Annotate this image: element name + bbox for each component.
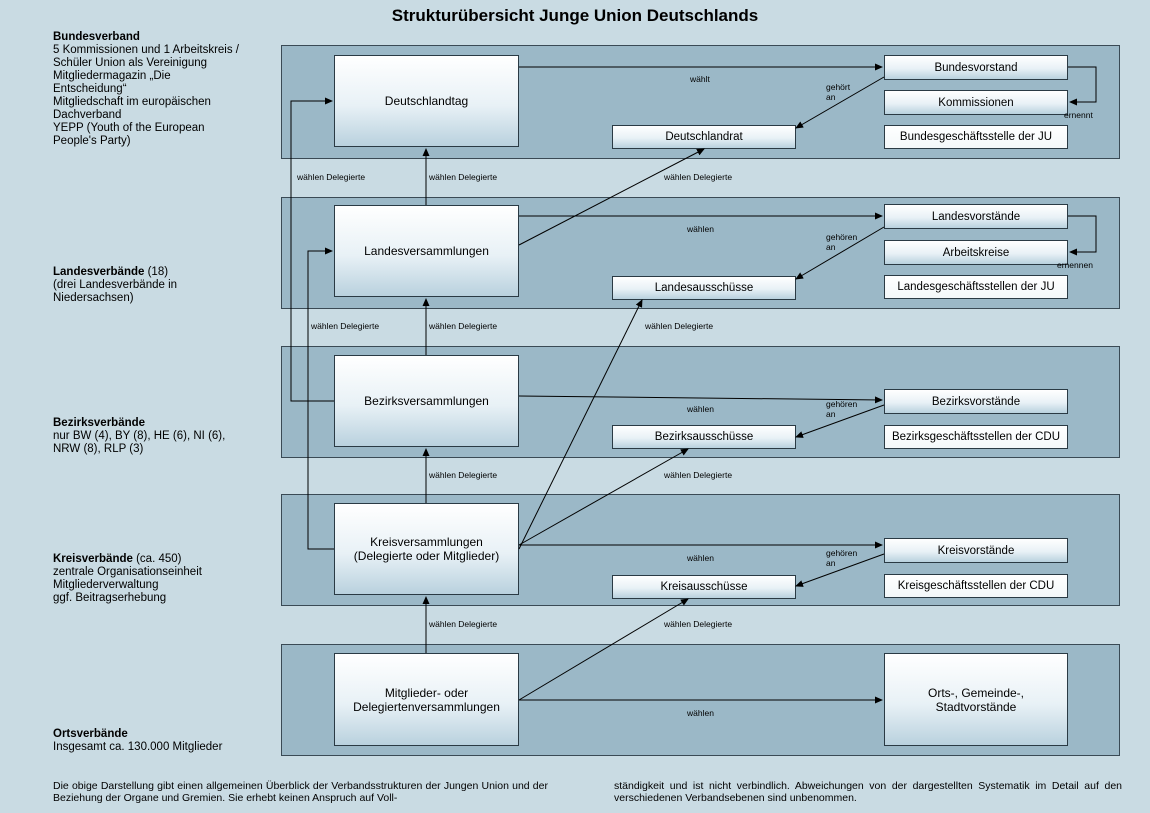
box-kreisvorstaende: Kreisvorstände	[884, 538, 1068, 563]
label-gehoeren-an: gehören an	[826, 548, 858, 568]
label-waehlen-delegierte: wählen Delegierte	[429, 619, 498, 629]
label-waehlen-delegierte: wählen Delegierte	[664, 172, 733, 182]
box-kreisgeschaeftsstellen: Kreisgeschäftsstellen der CDU	[884, 574, 1068, 598]
box-bezirksversammlungen: Bezirksversammlungen	[334, 355, 519, 447]
box-ortsvorstaende: Orts-, Gemeinde-, Stadtvorstände	[884, 653, 1068, 746]
label-waehlen: wählen	[687, 404, 714, 414]
label-waehlen-delegierte: wählen Delegierte	[664, 470, 733, 480]
sidebar-bundesverband: Bundesverband 5 Kommissionen und 1 Arbei…	[53, 31, 239, 148]
box-deutschlandrat: Deutschlandrat	[612, 125, 796, 149]
label-waehlen-delegierte: wählen Delegierte	[664, 619, 733, 629]
box-bundesvorstand: Bundesvorstand	[884, 55, 1068, 80]
footer-note-left: Die obige Darstellung gibt einen allgeme…	[53, 780, 548, 804]
arrow-ort-to-kreisausschuesse	[518, 598, 689, 701]
level-description: zentrale Organisationseinheit Mitglieder…	[53, 566, 202, 604]
level-heading: Bundesverband	[53, 31, 140, 43]
arrow-ernennt-kommissionen	[1068, 66, 1097, 106]
level-count: (18)	[144, 266, 169, 278]
label-waehlt: wählt	[690, 74, 710, 84]
level-heading: Landesverbände	[53, 266, 145, 278]
label-gehoeren-an: gehören an	[826, 232, 858, 252]
label-waehlen-delegierte: wählen Delegierte	[297, 172, 366, 182]
label-ernennen: ernennen	[1057, 260, 1093, 270]
arrow-kreis-to-land	[307, 247, 334, 550]
arrow-kreis-to-bezirksausschuesse	[518, 448, 689, 546]
label-waehlen-delegierte: wählen Delegierte	[429, 470, 498, 480]
level-description: 5 Kommissionen und 1 Arbeitskreis / Schü…	[53, 44, 240, 147]
arrow-ernennen-arbeitskreise	[1068, 215, 1097, 256]
box-deutschlandtag: Deutschlandtag	[334, 55, 519, 147]
sidebar-ortsverbaende: Ortsverbände Insgesamt ca. 130.000 Mitgl…	[53, 728, 222, 754]
box-landesversammlungen: Landesversammlungen	[334, 205, 519, 297]
box-landesausschuesse: Landesausschüsse	[612, 276, 796, 300]
label-ernennt: ernennt	[1064, 110, 1093, 120]
label-gehoert-an: gehört an	[826, 82, 851, 102]
level-description: Insgesamt ca. 130.000 Mitglieder	[53, 741, 223, 753]
arrow-kreis-to-landesausschuesse	[518, 299, 643, 550]
arrow-gehoeren-an-kreis	[795, 553, 885, 587]
box-landesgeschaeftsstellen: Landesgeschäftsstellen der JU	[884, 275, 1068, 299]
level-heading: Ortsverbände	[53, 728, 128, 740]
label-gehoeren-an: gehören an	[826, 399, 858, 419]
arrow-gehoert-an-bund	[795, 76, 885, 129]
box-bezirksgeschaeftsstellen: Bezirksgeschäftsstellen der CDU	[884, 425, 1068, 449]
label-waehlen: wählen	[687, 553, 714, 563]
level-description: (drei Landesverbände in Niedersachsen)	[53, 279, 178, 304]
label-waehlen: wählen	[687, 224, 714, 234]
arrow-gehoeren-an-bezirk	[795, 404, 885, 438]
level-heading: Bezirksverbände	[53, 417, 146, 429]
arrow-bezirk-to-bund	[290, 97, 334, 402]
label-waehlen-delegierte: wählen Delegierte	[645, 321, 714, 331]
box-kreisausschuesse: Kreisausschüsse	[612, 575, 796, 599]
footer-note-right: ständigkeit und ist nicht verbindlich. A…	[614, 780, 1122, 804]
box-arbeitskreise: Arbeitskreise	[884, 240, 1068, 265]
box-bezirksausschuesse: Bezirksausschüsse	[612, 425, 796, 449]
label-waehlen: wählen	[687, 708, 714, 718]
label-waehlen-delegierte: wählen Delegierte	[429, 321, 498, 331]
box-bezirksvorstaende: Bezirksvorstände	[884, 389, 1068, 414]
box-bundesgeschaeftsstelle: Bundesgeschäftsstelle der JU	[884, 125, 1068, 149]
level-heading: Kreisverbände	[53, 553, 133, 565]
arrow-waehlen-bezirksvorstaende	[518, 395, 883, 404]
box-kreisversammlungen: Kreisversammlungen (Delegierte oder Mitg…	[334, 503, 519, 595]
box-landesvorstaende: Landesvorstände	[884, 204, 1068, 229]
label-waehlen-delegierte: wählen Delegierte	[429, 172, 498, 182]
level-description: nur BW (4), BY (8), HE (6), NI (6), NRW …	[53, 430, 226, 455]
box-kommissionen: Kommissionen	[884, 90, 1068, 115]
sidebar-landesverbaende: Landesverbände (18) (drei Landesverbände…	[53, 266, 177, 305]
level-count: (ca. 450)	[132, 553, 182, 565]
sidebar-kreisverbaende: Kreisverbände (ca. 450) zentrale Organis…	[53, 553, 202, 605]
arrow-land-to-deutschlandrat	[518, 148, 705, 246]
arrow-gehoeren-an-land	[795, 226, 885, 280]
page-title: Strukturübersicht Junge Union Deutschlan…	[391, 6, 759, 25]
box-mitgliederversammlungen: Mitglieder- oder Delegiertenversammlunge…	[334, 653, 519, 746]
sidebar-bezirksverbaende: Bezirksverbände nur BW (4), BY (8), HE (…	[53, 417, 225, 456]
label-waehlen-delegierte: wählen Delegierte	[311, 321, 380, 331]
